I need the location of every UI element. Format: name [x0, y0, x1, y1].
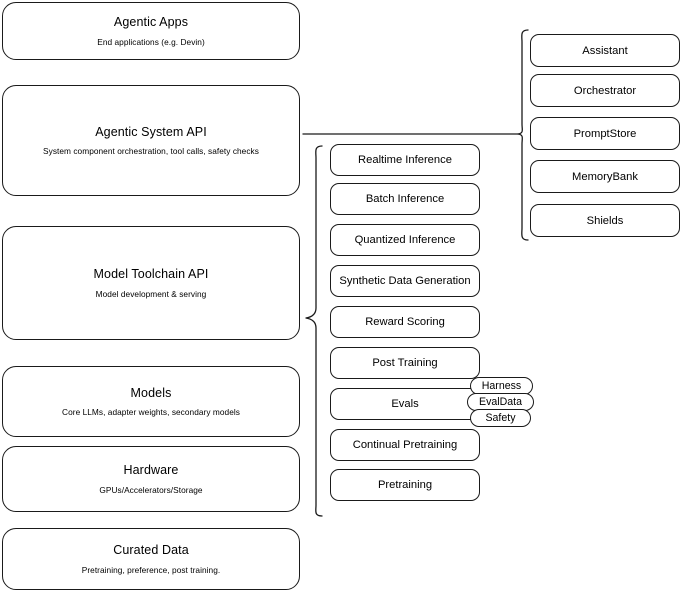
eval-tag-label: EvalData: [479, 396, 522, 408]
component-label: MemoryBank: [572, 170, 638, 183]
layer-title: Models: [130, 385, 172, 400]
capability-label: Post Training: [372, 357, 438, 369]
component-label: Orchestrator: [573, 84, 637, 97]
component-box-promptstore[interactable]: PromptStore: [530, 117, 680, 150]
layer-subtitle: System component orchestration, tool cal…: [43, 146, 259, 157]
capability-box-batch-inference[interactable]: Batch Inference: [330, 183, 480, 215]
layer-title: Agentic Apps: [113, 15, 189, 29]
toolchain-brace: [305, 145, 323, 517]
capability-box-post-training[interactable]: Post Training: [330, 347, 480, 379]
layer-title: Model Toolchain API: [93, 267, 209, 281]
eval-tag-label: Safety: [485, 412, 516, 424]
components-brace: [517, 29, 529, 241]
layer-title: Agentic System API: [95, 124, 207, 139]
capability-box-evals[interactable]: Evals: [330, 388, 480, 420]
capability-box-realtime-inference[interactable]: Realtime Inference: [330, 144, 480, 176]
layer-subtitle: GPUs/Accelerators/Storage: [99, 484, 203, 495]
layer-title: Hardware: [123, 463, 179, 477]
component-label: PromptStore: [573, 127, 637, 140]
capability-label: Evals: [391, 398, 419, 410]
layer-subtitle: End applications (e.g. Devin): [97, 36, 205, 47]
capability-label: Batch Inference: [365, 193, 445, 205]
layer-box-hardware[interactable]: Hardware GPUs/Accelerators/Storage: [2, 446, 300, 512]
layer-box-models[interactable]: Models Core LLMs, adapter weights, secon…: [2, 366, 300, 437]
component-box-memorybank[interactable]: MemoryBank: [530, 160, 680, 193]
layer-subtitle: Core LLMs, adapter weights, secondary mo…: [62, 407, 240, 418]
capability-label: Quantized Inference: [354, 234, 456, 246]
component-box-shields[interactable]: Shields: [530, 204, 680, 237]
layer-box-agentic-apps[interactable]: Agentic Apps End applications (e.g. Devi…: [2, 2, 300, 60]
eval-tag-label: Harness: [481, 380, 522, 392]
component-box-orchestrator[interactable]: Orchestrator: [530, 74, 680, 107]
component-label: Shields: [586, 214, 624, 227]
layer-box-agentic-system-api[interactable]: Agentic System API System component orch…: [2, 85, 300, 196]
capability-box-synthetic-data-generation[interactable]: Synthetic Data Generation: [330, 265, 480, 297]
capability-label: Continual Pretraining: [352, 439, 458, 451]
component-label: Assistant: [582, 44, 628, 57]
capability-box-pretraining[interactable]: Pretraining: [330, 469, 480, 501]
capability-box-continual-pretraining[interactable]: Continual Pretraining: [330, 429, 480, 461]
component-box-assistant[interactable]: Assistant: [530, 34, 680, 67]
capability-box-quantized-inference[interactable]: Quantized Inference: [330, 224, 480, 256]
capability-label: Pretraining: [377, 479, 433, 491]
layer-subtitle: Model development & serving: [95, 288, 207, 299]
layer-subtitle: Pretraining, preference, post training.: [81, 564, 221, 575]
capability-label: Realtime Inference: [358, 154, 452, 166]
capability-label: Synthetic Data Generation: [339, 275, 471, 287]
capability-label: Reward Scoring: [365, 316, 445, 328]
layer-box-curated-data[interactable]: Curated Data Pretraining, preference, po…: [2, 528, 300, 590]
layer-title: Curated Data: [113, 543, 189, 557]
layer-box-model-toolchain-api[interactable]: Model Toolchain API Model development & …: [2, 226, 300, 340]
capability-box-reward-scoring[interactable]: Reward Scoring: [330, 306, 480, 338]
eval-tag-safety[interactable]: Safety: [470, 409, 531, 427]
